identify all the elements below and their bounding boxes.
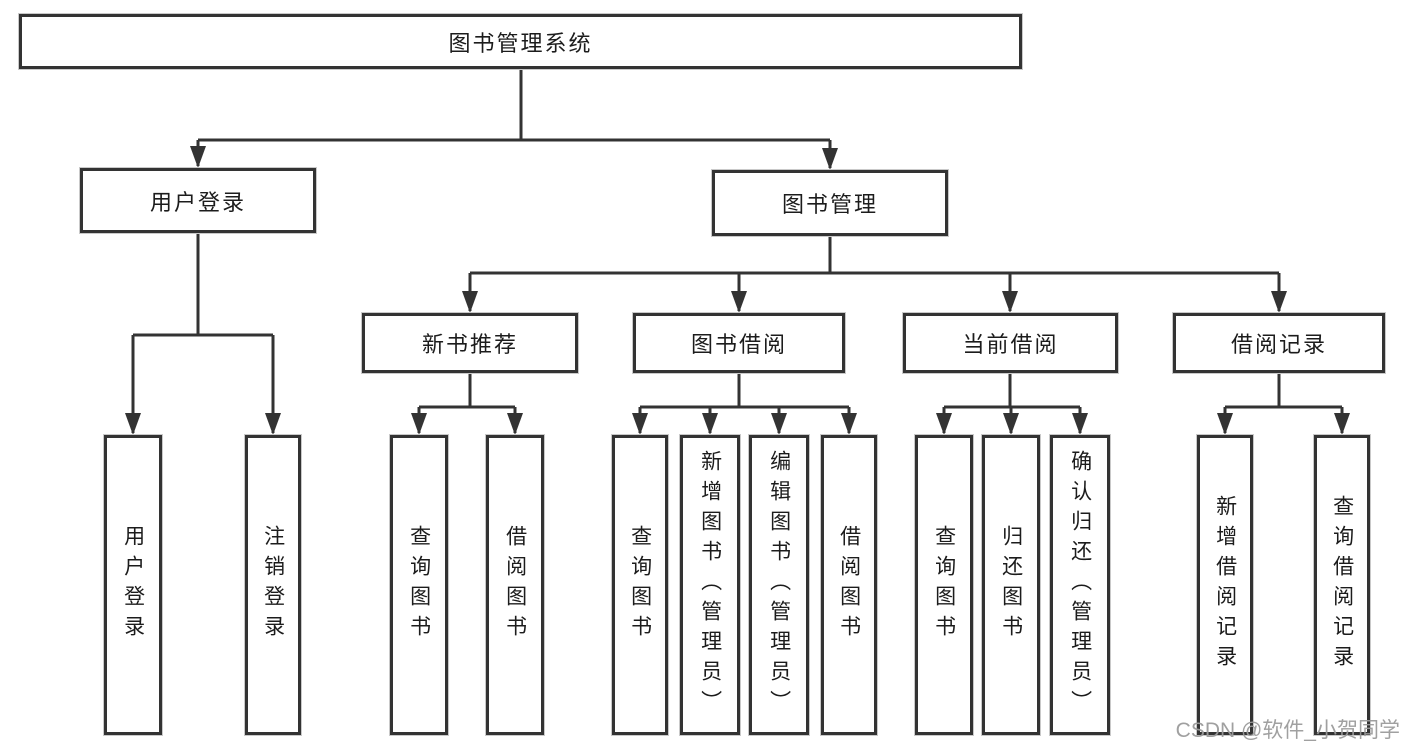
node-label: 新书推荐 (421, 332, 518, 357)
leaf-label: 查询图书 (932, 525, 956, 645)
arrowheads (125, 146, 1350, 435)
node-label: 当前借阅 (962, 332, 1059, 357)
leaf-add-borrow-record: 新增借阅记录 (1197, 435, 1253, 735)
leaf-logout: 注销登录 (245, 435, 301, 735)
leaf-label: 查询图书 (628, 525, 652, 645)
csdn-watermark: CSDN @软件_小贺同学 (1175, 719, 1400, 742)
leaf-return-books: 归还图书 (982, 435, 1040, 735)
leaf-label: 查询借阅记录 (1330, 495, 1354, 675)
node-label: 借阅记录 (1230, 332, 1327, 357)
leaf-query-books-3: 查询图书 (915, 435, 973, 735)
node-label: 图书管理 (781, 192, 878, 217)
leaf-edit-books-admin: 编辑图书（管理员） (749, 435, 809, 735)
connector-paths (131, 67, 1344, 433)
node-user-login: 用户登录 (80, 168, 316, 233)
node-new-book-recommend: 新书推荐 (362, 313, 578, 373)
leaf-label: 新增借阅记录 (1213, 495, 1237, 675)
leaf-label: 归还图书 (999, 525, 1023, 645)
node-label: 图书管理系统 (448, 30, 593, 56)
leaf-query-books-2: 查询图书 (612, 435, 668, 735)
leaf-borrow-books-1: 借阅图书 (486, 435, 544, 735)
leaf-label: 注销登录 (261, 525, 285, 645)
node-borrow-records: 借阅记录 (1173, 313, 1385, 373)
leaf-label: 确认归还（管理员） (1068, 450, 1092, 720)
leaf-query-books-1: 查询图书 (390, 435, 448, 735)
node-label: 图书借阅 (690, 332, 787, 357)
node-library-management-system: 图书管理系统 (19, 14, 1022, 69)
node-current-borrow: 当前借阅 (903, 313, 1118, 373)
leaf-query-borrow-record: 查询借阅记录 (1314, 435, 1370, 735)
leaf-confirm-return-admin: 确认归还（管理员） (1050, 435, 1110, 735)
leaf-label: 新增图书（管理员） (698, 450, 722, 720)
leaf-label: 借阅图书 (837, 525, 861, 645)
leaf-user-login: 用户登录 (104, 435, 162, 735)
node-label: 用户登录 (149, 189, 246, 215)
leaf-borrow-books-2: 借阅图书 (821, 435, 877, 735)
node-book-borrow: 图书借阅 (633, 313, 845, 373)
leaf-label: 编辑图书（管理员） (767, 450, 791, 720)
leaf-label: 查询图书 (407, 525, 431, 645)
leaf-add-books-admin: 新增图书（管理员） (680, 435, 740, 735)
node-book-management: 图书管理 (712, 170, 948, 236)
leaf-label: 借阅图书 (503, 525, 527, 645)
leaf-label: 用户登录 (121, 525, 145, 645)
